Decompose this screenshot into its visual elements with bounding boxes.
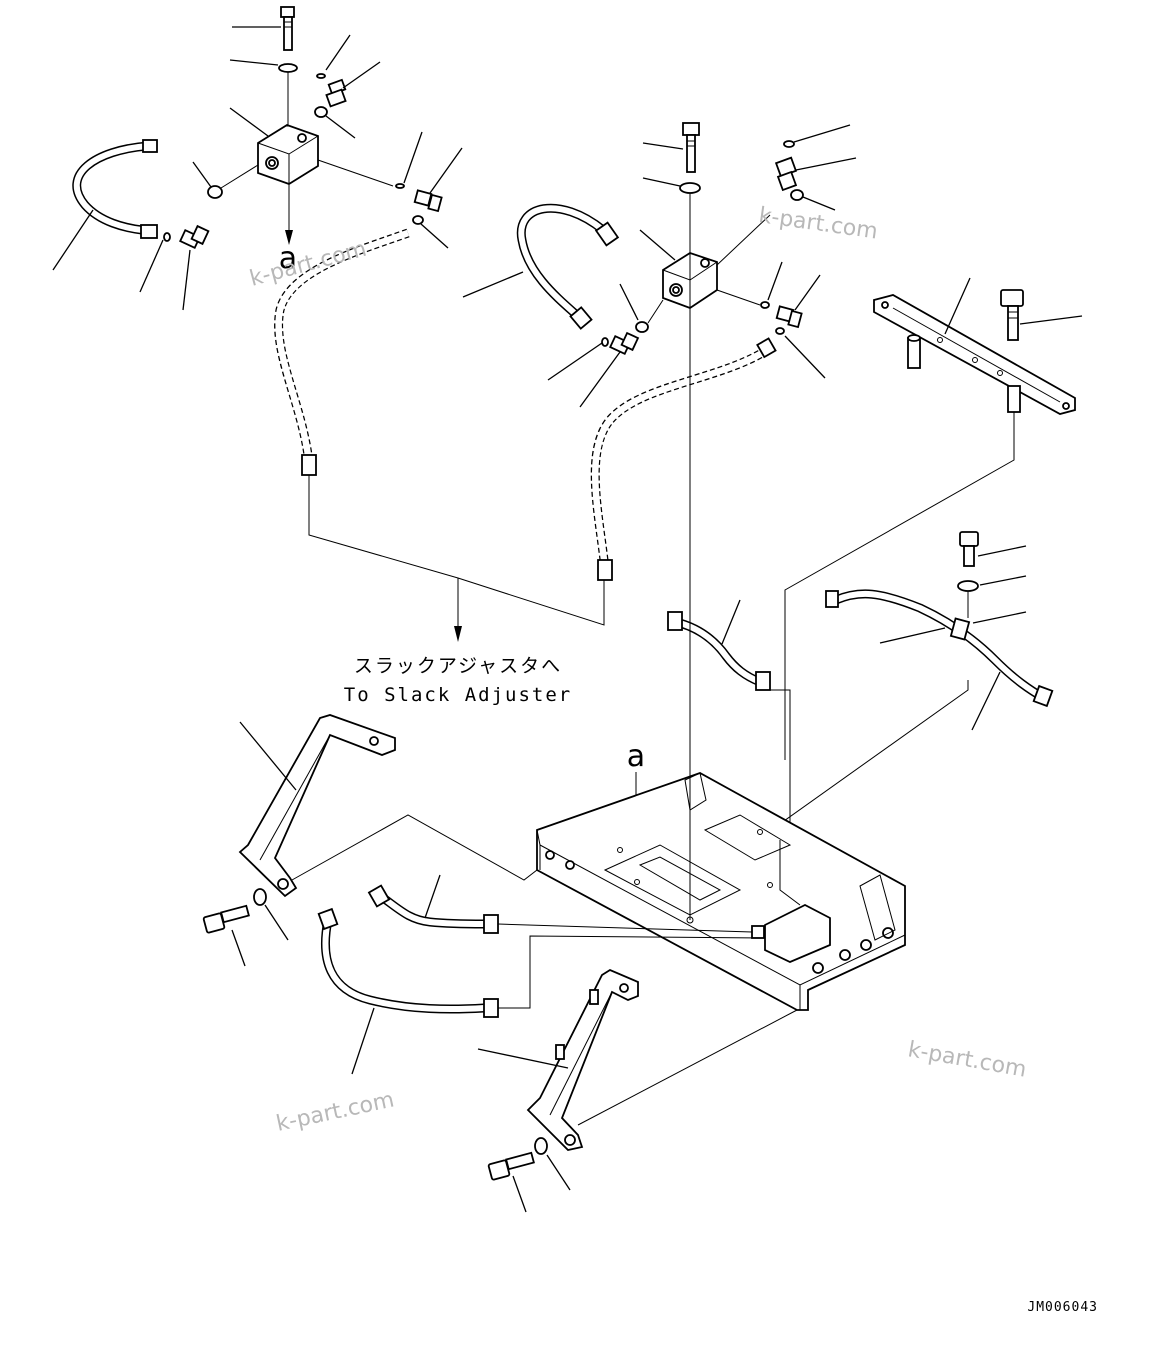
left-block-elbow-right — [413, 189, 443, 213]
watermark-2: k-part.com — [757, 203, 879, 244]
left-block-bolt — [280, 6, 295, 51]
center-slack-hose-ghost — [590, 337, 777, 581]
lower-short-hose — [367, 874, 753, 934]
right-steel-tube — [825, 589, 1054, 708]
right-bracket-washer — [534, 1137, 548, 1155]
left-slack-hose-ghost — [274, 228, 410, 476]
left-valve-block-group — [52, 6, 463, 476]
right-tube-bolt — [959, 531, 979, 567]
mounting-plate — [873, 294, 1076, 415]
right-tube-washer — [957, 580, 979, 592]
slack-adjuster-label-jp: スラックアジャスタへ — [354, 655, 562, 677]
watermark-3: k-part.com — [906, 1037, 1028, 1082]
left-valve-block — [257, 124, 319, 185]
center-short-hose — [516, 203, 620, 330]
base-frame — [536, 195, 906, 1011]
center-block-elbow-top — [774, 156, 798, 192]
watermark-1: k-part.com — [247, 237, 369, 292]
view-ref-a-label: a — [627, 739, 645, 774]
mounting-plate-bolt — [1000, 289, 1024, 341]
right-bracket-bolt — [487, 1151, 535, 1181]
right-bracket — [526, 968, 639, 1151]
slack-adjuster-label-en: To Slack Adjuster — [344, 684, 572, 706]
slack-adjuster-callout: スラックアジャスタへ To Slack Adjuster — [308, 475, 605, 706]
drawing-code: JM006043 — [1027, 1300, 1098, 1315]
right-tube-group — [759, 531, 1054, 839]
left-bracket — [238, 714, 396, 898]
left-bracket-washer — [253, 888, 267, 906]
center-valve-block-group — [462, 122, 857, 581]
right-bracket-group — [477, 968, 798, 1213]
left-bracket-bolt — [202, 904, 250, 934]
left-short-hose — [72, 139, 158, 239]
left-bracket-group — [202, 714, 538, 967]
watermark-4: k-part.com — [274, 1088, 396, 1137]
left-block-washer — [278, 63, 298, 73]
center-block-bolt — [682, 122, 700, 173]
center-block-elbow-left — [609, 331, 640, 356]
center-block-washer — [679, 182, 701, 194]
lower-long-hose — [317, 907, 766, 1075]
left-block-elbow-top — [325, 78, 347, 108]
left-block-elbow-left — [179, 224, 210, 250]
right-mounting-plate-group — [784, 277, 1083, 760]
view-ref-a-top: a — [279, 241, 297, 276]
center-block-elbow-right — [775, 305, 803, 329]
